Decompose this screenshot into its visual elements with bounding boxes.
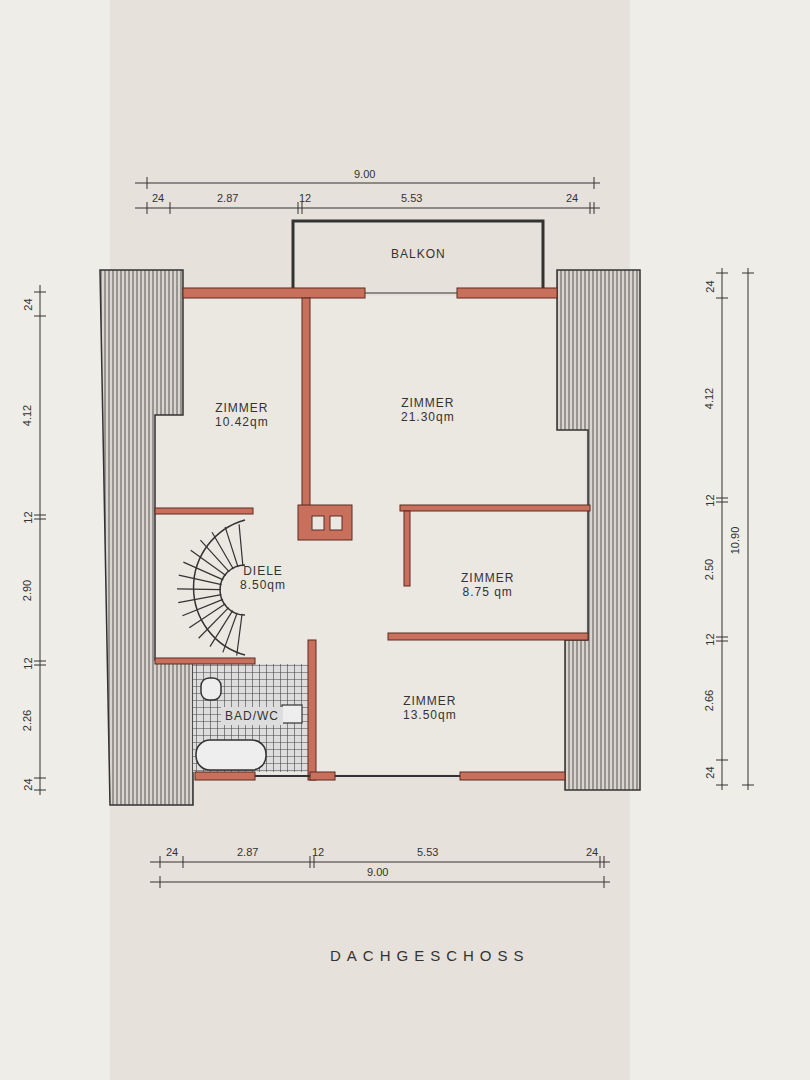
dimension-label: 2.87 xyxy=(237,846,258,859)
plan-caption: DACHGESCHOSS xyxy=(330,947,530,964)
room-name: ZIMMER xyxy=(401,396,455,410)
room-area: 10.42qm xyxy=(215,415,269,429)
dimension-label: 12 xyxy=(704,633,717,645)
room-name: ZIMMER xyxy=(461,571,514,585)
dimension-label: 24 xyxy=(22,778,35,790)
dimension-label: 2.26 xyxy=(21,710,34,731)
dimension-label: 5.53 xyxy=(401,192,422,205)
dimension-label: 24 xyxy=(22,298,35,310)
room-label: ZIMMER10.42qm xyxy=(211,399,273,431)
dimension-label: 2.87 xyxy=(217,192,238,205)
room-area: 21.30qm xyxy=(401,410,455,424)
dimension-label: 12 xyxy=(299,192,311,205)
dimension-label: 4.12 xyxy=(21,405,34,426)
dimension-label: 2.66 xyxy=(703,690,716,711)
dimension-label: 24 xyxy=(152,192,164,205)
dimension-label: 24 xyxy=(566,192,578,205)
dimension-label: 24 xyxy=(704,766,717,778)
room-label: DIELE8.50qm xyxy=(236,562,290,594)
dimension-label: 24 xyxy=(586,846,598,859)
dimension-label: 10.90 xyxy=(729,527,742,555)
dimension-label: 12 xyxy=(704,494,717,506)
room-area: 13.50qm xyxy=(403,708,457,722)
dimension-label: 9.00 xyxy=(367,866,388,879)
dimension-label: 12 xyxy=(22,511,35,523)
dimension-label: 5.53 xyxy=(417,846,438,859)
room-label: ZIMMER8.75 qm xyxy=(457,569,518,601)
dimension-label: 9.00 xyxy=(354,168,375,181)
room-area: 8.75 qm xyxy=(461,585,514,599)
room-name: DIELE xyxy=(240,564,286,578)
dimension-label: 24 xyxy=(166,846,178,859)
room-label: BAD/WC xyxy=(221,707,283,725)
room-name: BALKON xyxy=(391,247,446,261)
dimension-label: 4.12 xyxy=(703,388,716,409)
room-name: ZIMMER xyxy=(215,401,269,415)
dimension-label: 12 xyxy=(22,657,35,669)
room-label: ZIMMER21.30qm xyxy=(397,394,459,426)
dimension-label: 2.50 xyxy=(703,559,716,580)
room-name: ZIMMER xyxy=(403,694,457,708)
dimension-label: 2.90 xyxy=(21,580,34,601)
dimension-label: 24 xyxy=(704,280,717,292)
dimension-label: 12 xyxy=(312,846,324,859)
room-label: BALKON xyxy=(387,245,450,263)
room-name: BAD/WC xyxy=(225,709,279,723)
room-area: 8.50qm xyxy=(240,578,286,592)
room-label: ZIMMER13.50qm xyxy=(399,692,461,724)
